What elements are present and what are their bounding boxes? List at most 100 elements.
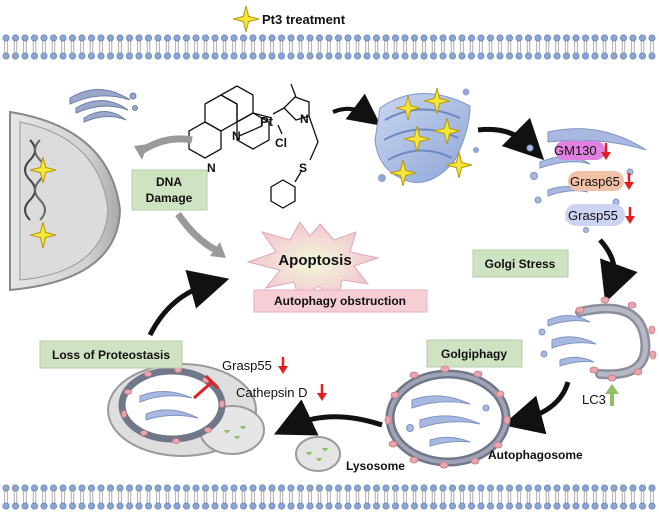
lipid-head-icon	[562, 34, 570, 42]
lipid-head-icon	[619, 52, 627, 60]
lipid-head-icon	[258, 52, 266, 60]
gold-star-icon	[233, 6, 259, 32]
lipid-head-icon	[534, 484, 542, 492]
golgi-stress-label: Golgi Stress	[485, 257, 556, 271]
lipid-head-icon	[477, 502, 485, 510]
lipid-head-icon	[164, 502, 172, 510]
lipid-head-icon	[164, 52, 172, 60]
lipid-head-icon	[173, 502, 181, 510]
lipid-head-icon	[202, 484, 210, 492]
lipid-head-icon	[97, 52, 105, 60]
lipid-head-icon	[315, 502, 323, 510]
lipid-head-icon	[505, 52, 513, 60]
lipid-head-icon	[306, 502, 314, 510]
lipid-head-icon	[382, 484, 390, 492]
lipid-head-icon	[30, 484, 38, 492]
lipid-head-icon	[240, 502, 248, 510]
lipid-head-icon	[40, 502, 48, 510]
lipid-head-icon	[2, 502, 10, 510]
lipid-head-icon	[183, 502, 191, 510]
gm130-label: GM130	[554, 143, 597, 158]
lipid-head-icon	[49, 502, 57, 510]
autophagy-obstruction-box	[253, 289, 428, 313]
phagophore	[538, 296, 657, 382]
lipid-head-icon	[296, 502, 304, 510]
lipid-head-icon	[410, 34, 418, 42]
lipid-head-icon	[458, 502, 466, 510]
lipid-head-icon	[543, 484, 551, 492]
lipid-head-icon	[581, 34, 589, 42]
lipid-head-icon	[439, 52, 447, 60]
arrow-to-autolysosome-icon	[273, 399, 383, 436]
lipid-head-icon	[249, 52, 257, 60]
lipid-head-icon	[268, 34, 276, 42]
lipid-head-icon	[97, 502, 105, 510]
lipid-head-icon	[353, 52, 361, 60]
lipid-head-icon	[439, 502, 447, 510]
lipid-head-icon	[600, 484, 608, 492]
lipid-head-icon	[135, 502, 143, 510]
apoptosis-burst: Apoptosis	[246, 221, 380, 303]
pt-atom: Pt	[260, 114, 274, 129]
lipid-head-icon	[505, 34, 513, 42]
down-arrow-icon	[625, 216, 635, 224]
lipid-head-icon	[458, 34, 466, 42]
lipid-head-icon	[12, 34, 20, 42]
lipid-head-icon	[97, 484, 105, 492]
lipid-head-icon	[600, 52, 608, 60]
lipid-head-icon	[572, 52, 580, 60]
lipid-head-icon	[344, 502, 352, 510]
lipid-head-icon	[30, 34, 38, 42]
lipid-head-icon	[164, 34, 172, 42]
lipid-head-icon	[135, 34, 143, 42]
lipid-head-icon	[287, 502, 295, 510]
lipid-head-icon	[107, 502, 115, 510]
lipid-head-icon	[467, 502, 475, 510]
lipid-head-icon	[467, 484, 475, 492]
lipid-head-icon	[391, 34, 399, 42]
lipid-head-icon	[562, 484, 570, 492]
lipid-head-icon	[268, 484, 276, 492]
lipid-head-icon	[30, 52, 38, 60]
lipid-head-icon	[306, 484, 314, 492]
lipid-head-icon	[268, 502, 276, 510]
lipid-head-icon	[69, 34, 77, 42]
lipid-head-icon	[553, 502, 561, 510]
lysosome-label: Lysosome	[346, 459, 405, 473]
lipid-head-icon	[154, 52, 162, 60]
lipid-head-icon	[258, 502, 266, 510]
cathepsin-d-label: Cathepsin D	[236, 385, 308, 400]
golgi-stress-box	[472, 249, 569, 278]
lipid-head-icon	[515, 52, 523, 60]
lipid-head-icon	[401, 502, 409, 510]
lipid-head-icon	[638, 502, 646, 510]
lipid-head-icon	[145, 484, 153, 492]
lipid-head-icon	[363, 484, 371, 492]
lipid-head-icon	[344, 34, 352, 42]
grasp55-badge	[565, 204, 625, 226]
lipid-head-icon	[192, 502, 200, 510]
lipid-head-icon	[553, 34, 561, 42]
lipid-head-icon	[382, 34, 390, 42]
golgi-markers: GM130 Grasp65 Grasp55	[554, 141, 635, 226]
lipid-head-icon	[372, 34, 380, 42]
lipid-head-icon	[648, 502, 656, 510]
lipid-head-icon	[572, 502, 580, 510]
lc3-label: LC3	[582, 392, 606, 407]
lipid-head-icon	[325, 34, 333, 42]
lipid-head-icon	[21, 52, 29, 60]
lipid-head-icon	[211, 502, 219, 510]
lipid-head-icon	[458, 52, 466, 60]
lipid-head-icon	[543, 52, 551, 60]
lipid-head-icon	[391, 502, 399, 510]
lipid-head-icon	[420, 52, 428, 60]
lipid-head-icon	[49, 52, 57, 60]
lipid-head-icon	[164, 484, 172, 492]
lipid-head-icon	[126, 502, 134, 510]
lipid-head-icon	[638, 34, 646, 42]
grasp65-badge	[568, 171, 624, 191]
lipid-head-icon	[145, 502, 153, 510]
lipid-head-icon	[183, 34, 191, 42]
lipid-head-icon	[486, 34, 494, 42]
lipid-head-icon	[12, 52, 20, 60]
